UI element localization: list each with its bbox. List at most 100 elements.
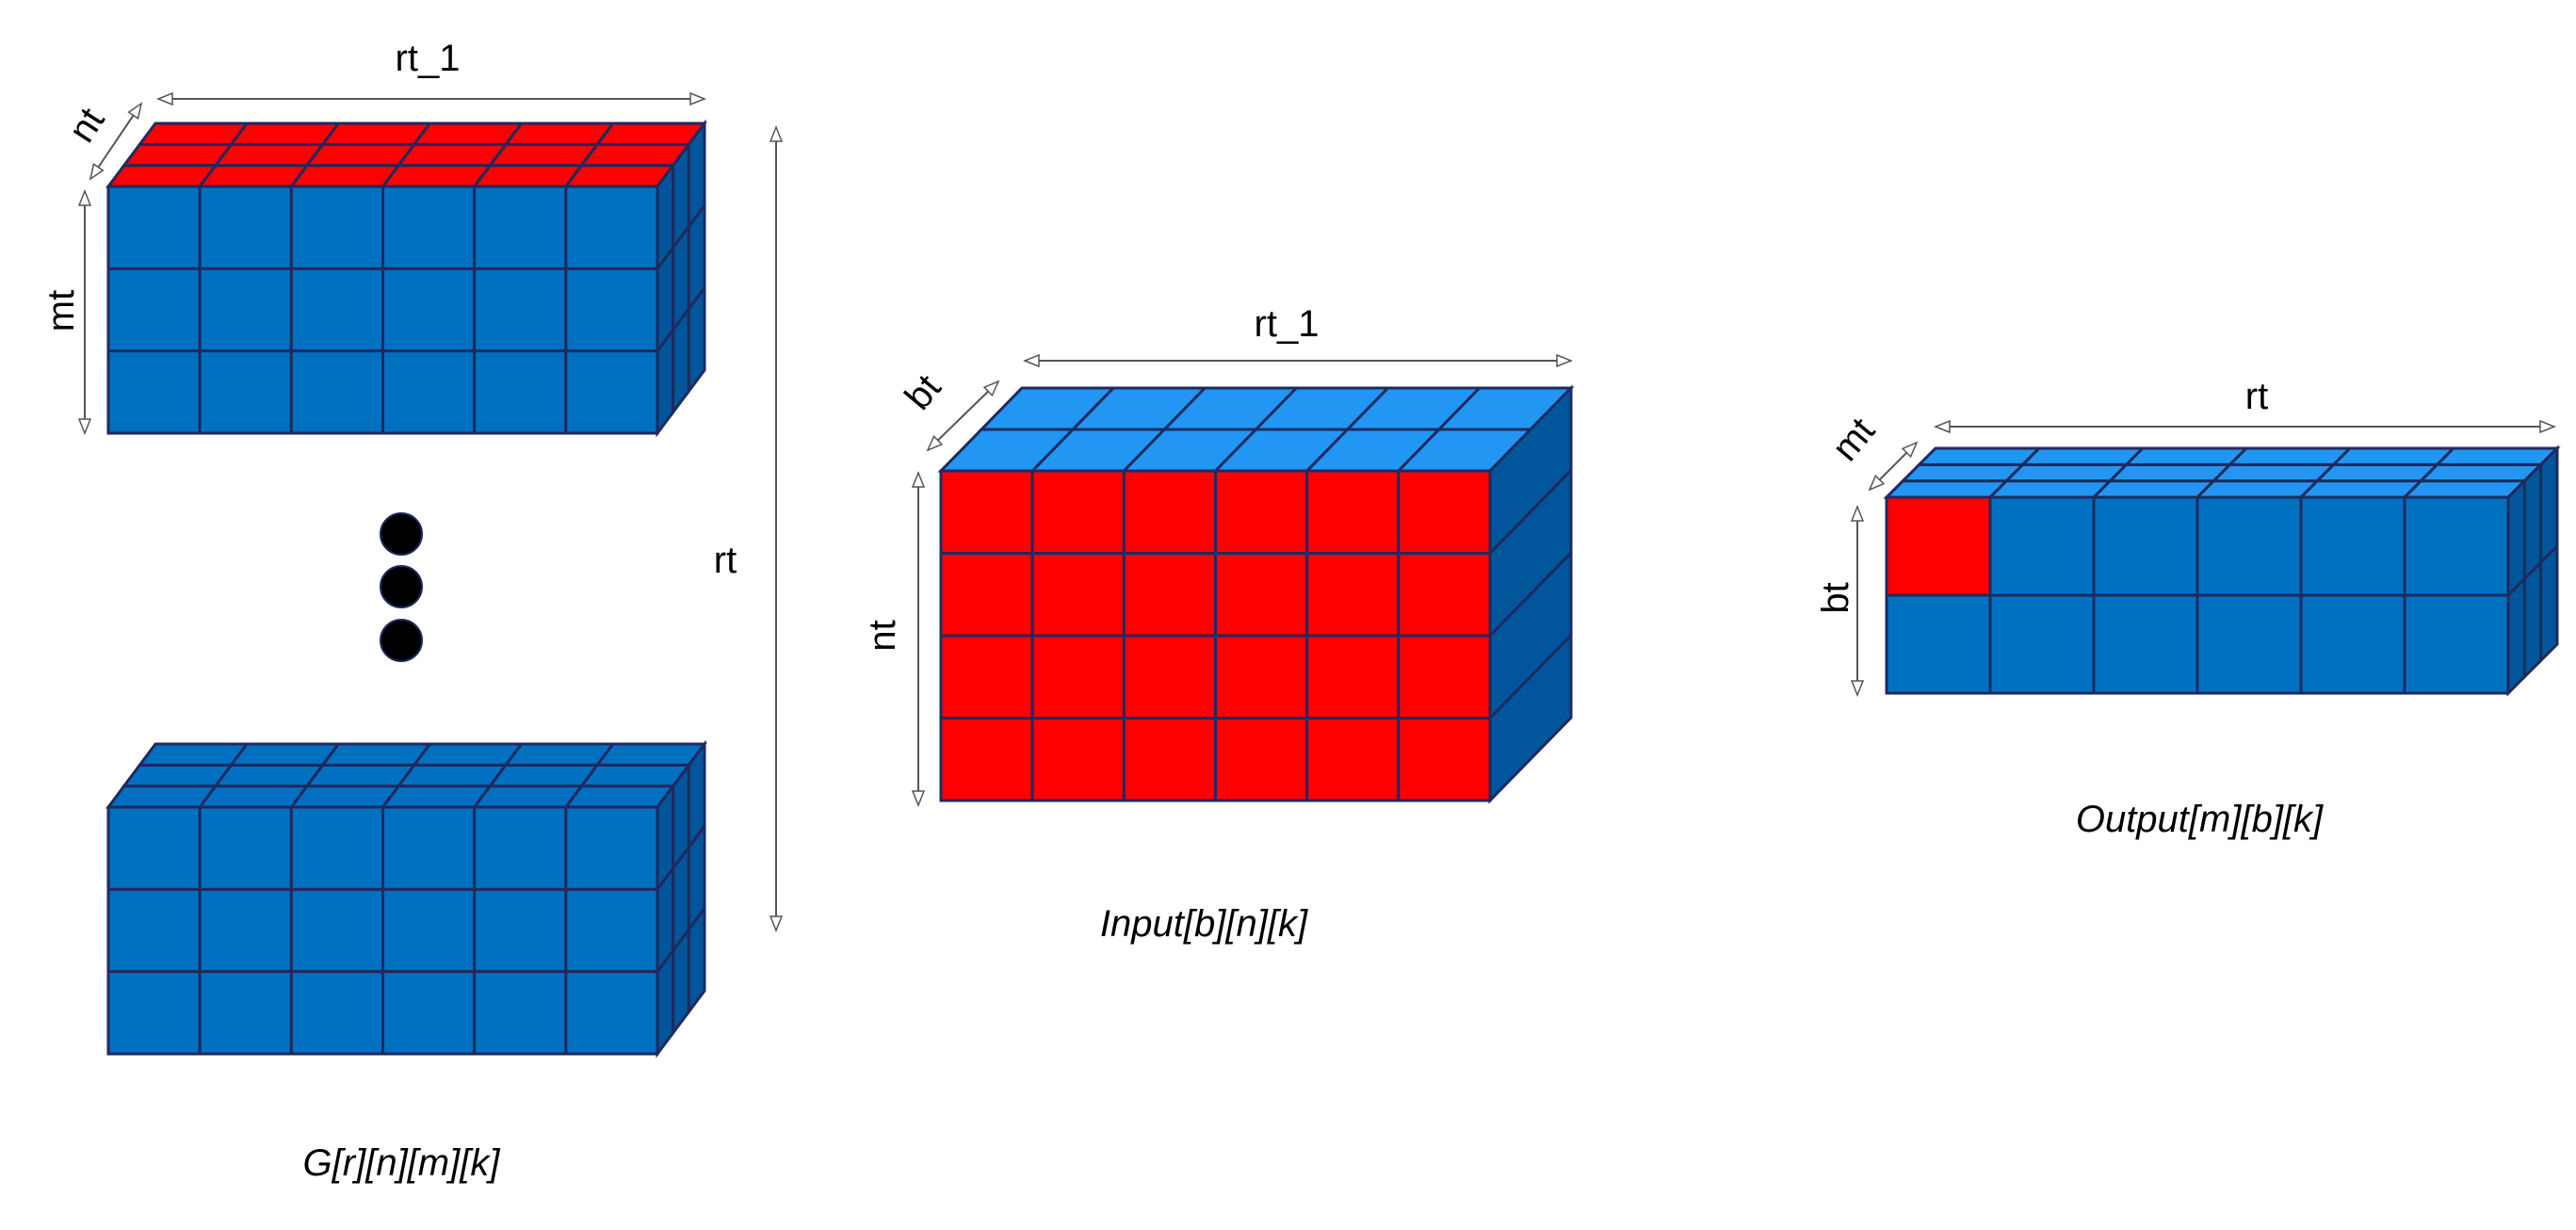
side-face-cell	[2506, 575, 2526, 697]
top-face-cell	[1883, 479, 2010, 499]
front-face-cell	[473, 805, 568, 891]
front-face-cell	[2403, 593, 2510, 695]
front-face-cell	[1030, 717, 1126, 802]
front-face-cell	[106, 887, 202, 974]
top-face-cell	[503, 742, 616, 767]
front-face-cell	[1214, 552, 1309, 638]
front-face-cell	[198, 267, 293, 353]
front-face-cell	[198, 349, 293, 435]
top-face-cell	[396, 763, 509, 788]
front-face-cell	[1397, 469, 1492, 555]
side-face-cell	[687, 904, 706, 1016]
front-face-cell	[939, 552, 1034, 638]
front-face-cell	[2403, 495, 2510, 597]
front-face-cell	[289, 185, 384, 270]
front-face-cell	[1214, 634, 1309, 720]
g-tensor-group: rt_1 nt mt rt G[r][n][m][k]	[41, 38, 776, 1184]
front-face-cell	[198, 805, 293, 891]
top-face-cell	[2123, 446, 2250, 466]
front-face-cell	[473, 970, 568, 1056]
top-face-cell	[2434, 446, 2561, 466]
front-face-cell	[2299, 593, 2406, 695]
top-face-cell	[578, 142, 692, 168]
side-face-cell	[2522, 558, 2543, 681]
front-face-cell	[939, 634, 1034, 720]
front-face-cell	[1305, 634, 1401, 720]
top-face-cell	[1986, 479, 2114, 499]
front-face-cell	[2195, 593, 2303, 695]
front-face-cell	[1305, 469, 1401, 555]
ellipsis-dots	[380, 512, 423, 662]
front-face-cell	[1397, 634, 1492, 720]
front-face-cell	[2092, 593, 2199, 695]
input-depth-label: bt	[897, 367, 948, 418]
top-face-cell	[471, 164, 585, 188]
front-face-cell	[939, 469, 1034, 555]
top-face-cell	[319, 121, 433, 146]
front-face-cell	[1305, 717, 1401, 802]
top-face-cell	[487, 142, 601, 168]
front-face-cell	[1122, 717, 1217, 802]
front-face-cell	[1030, 634, 1126, 720]
input-block	[937, 384, 1575, 804]
g-bottom-block	[105, 739, 707, 1059]
front-face-cell	[564, 349, 659, 435]
front-face-cell	[473, 349, 568, 435]
top-face-cell	[1916, 446, 2043, 466]
top-face-cell	[562, 785, 676, 809]
front-face-cell	[106, 267, 202, 353]
top-face-cell	[2313, 462, 2441, 483]
top-face-cell	[319, 742, 433, 767]
front-face-cell	[564, 267, 659, 353]
front-face-cell	[106, 970, 202, 1056]
top-face-cell	[2090, 479, 2217, 499]
top-face-cell	[2330, 446, 2457, 466]
front-face-cell	[564, 805, 659, 891]
input-tensor-group: rt_1 bt nt Input[b][n][k]	[862, 303, 1575, 945]
front-face-cell	[106, 805, 202, 891]
g-stack-label: rt	[714, 540, 737, 581]
top-face-cell	[2401, 479, 2528, 499]
top-face-cell	[2106, 462, 2234, 483]
front-face-cell	[1988, 593, 2096, 695]
output-depth-label: mt	[1824, 410, 1883, 468]
front-face-cell	[1122, 552, 1217, 638]
top-face-cell	[594, 742, 707, 767]
front-face-cell	[473, 887, 568, 974]
front-face-cell	[2092, 495, 2199, 597]
top-face-cell	[288, 785, 402, 809]
top-face-cell	[2210, 462, 2338, 483]
output-block	[1883, 445, 2561, 697]
front-face-cell	[289, 805, 384, 891]
front-face-cell	[106, 185, 202, 270]
g-height-label: mt	[41, 290, 82, 332]
g-caption: G[r][n][m][k]	[303, 1142, 501, 1184]
front-face-cell	[289, 267, 384, 353]
input-width-label: rt_1	[1255, 303, 1320, 345]
top-face-cell	[304, 142, 417, 168]
front-face-cell	[2299, 495, 2406, 597]
top-face-cell	[121, 142, 235, 168]
top-face-cell	[411, 121, 525, 146]
side-face-cell	[2506, 477, 2526, 599]
front-face-cell	[1122, 469, 1217, 555]
top-face-cell	[562, 164, 676, 188]
top-face-cell	[137, 742, 251, 767]
input-height-label: nt	[862, 620, 903, 651]
top-face-cell	[228, 742, 342, 767]
front-face-cell	[2195, 495, 2303, 597]
g-depth-arrow	[90, 104, 141, 179]
front-face-cell	[381, 887, 477, 974]
front-face-cell	[381, 267, 477, 353]
input-depth-arrow	[928, 381, 998, 450]
top-face-cell	[212, 142, 326, 168]
top-face-cell	[288, 164, 402, 188]
top-face-cell	[2227, 446, 2354, 466]
top-face-cell	[228, 121, 342, 146]
front-face-cell	[1214, 469, 1309, 555]
top-face-cell	[2417, 462, 2545, 483]
front-face-cell	[289, 349, 384, 435]
output-caption: Output[m][b][k]	[2076, 799, 2324, 840]
top-face-cell	[137, 121, 251, 146]
